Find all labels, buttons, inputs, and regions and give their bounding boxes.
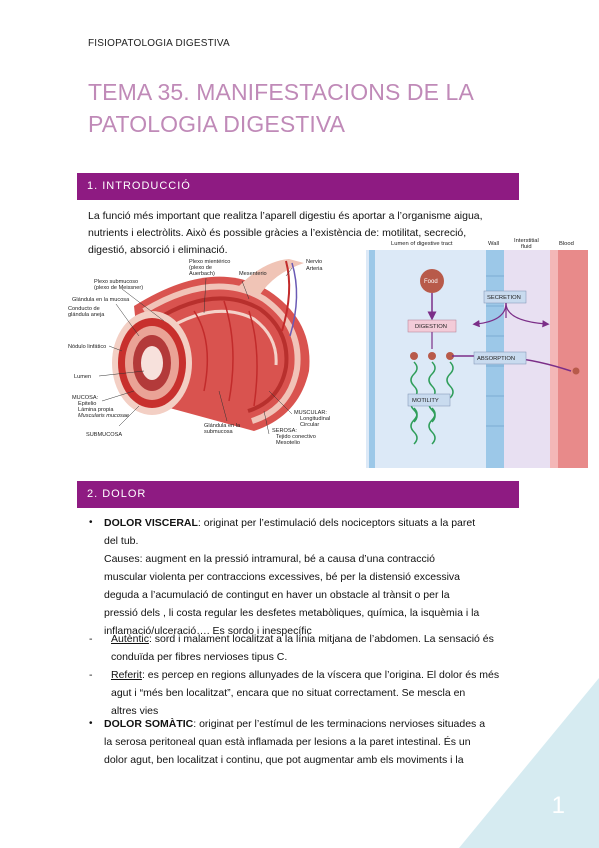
label-longitudinal: Longitudinal [300,416,330,422]
intro-line: nutrients i electròlits. Això és possibl… [88,227,467,239]
header-interstitial: Interstitial [514,238,539,244]
term-dolor-visceral: DOLOR VISCERAL [104,517,198,529]
label-muscularis: Muscularis mucosae [78,413,129,419]
label-circular: Circular [300,422,319,428]
intestine-wall-illustration: Plexo submucoso (plexo de Meissner) Plex… [68,259,330,446]
definition-text: : es percep en regions allunyades de la … [141,669,500,681]
label-submucosa: SUBMUCOSA [86,432,122,438]
header-fluid: fluid [521,244,532,250]
label-mesotelio: Mesotelio [276,440,300,446]
header-lumen: Lumen of digestive tract [391,241,453,247]
label-mucosa: MUCOSA: [72,395,99,401]
causes-line: Causes: augment en la pressió intramural… [104,553,435,565]
label-plexo-mienterico: Plexo mientérico [189,259,230,265]
bullet-mark: • [89,517,93,528]
dash-mark: - [89,669,93,681]
label-lamina: Lámina propia [78,407,114,413]
label-lumen: Lumen [74,374,91,380]
definition-text: agut i “més ben localitzat”, encara que … [111,687,466,699]
page-corner-decoration [459,678,599,848]
food-label: Food [424,279,438,285]
definition-text: : sord i malament localitzat a la línia … [148,633,494,645]
page-title: TEMA 35. MANIFESTACIONS DE LA PATOLOGIA … [88,76,528,140]
term-autentic: Autèntic [111,633,149,645]
label-auerbach: Auerbach) [189,271,215,277]
section-heading-dolor: 2. DOLOR [77,481,519,508]
label-conducto: Conducto de [68,306,100,312]
definition-text: conduïda per fibres nervioses tipus C. [111,651,288,663]
title-line-1: TEMA 35. MANIFESTACIONS DE LA [88,79,474,105]
definition-text: : originat per l’estimulació dels nocice… [197,517,476,529]
term-dolor-somatic: DOLOR SOMÀTIC [104,718,194,730]
intro-line: La funció més important que realitza l’a… [88,210,483,222]
definition-text: altres vies [111,705,159,717]
section-heading-label: 2. DOLOR [87,488,147,500]
causes-line: inflamació/ulceració…. Es sordo i inespe… [104,625,312,637]
digestion-label: DIGESTION [415,324,447,330]
label-plexo-de: (plexo de [189,265,212,271]
label-mesenterio: Mesenterio [239,271,267,277]
intro-paragraph: La funció més important que realitza l’a… [88,208,518,259]
header-blood: Blood [559,241,574,247]
absorption-box [473,351,527,365]
label-serosa: SEROSA: [272,428,297,434]
page-number: 1 [551,792,565,819]
causes-line: deguda a l’acumulació de contingut en ha… [104,589,450,601]
causes-line: muscular violenta per contraccions exces… [104,571,461,583]
definition-text: : originat per l’estímul de les terminac… [193,718,486,730]
title-line-2: PATOLOGIA DIGESTIVA [88,111,346,137]
label-glandula-submucosa: Glándula en la [204,423,241,429]
bullet-mark: • [89,718,93,729]
definition-text: del tub. [104,535,139,547]
header-wall: Wall [488,241,499,247]
term-referit: Referit [111,669,142,681]
absorption-label: ABSORPTION [477,356,515,362]
list-item-dolor-visceral: • DOLOR VISCERAL: originat per l’estimul… [89,514,514,640]
label-plexo-submucoso: Plexo submucoso [94,279,138,285]
list-item-dolor-somatic: • DOLOR SOMÀTIC: originat per l’estímul … [89,715,514,769]
motility-label: MOTILITY [412,398,439,404]
label-nervio: Nervio [306,259,322,265]
motility-box [407,393,451,407]
label-arteria: Arteria [306,266,323,272]
definition-text: dolor agut, ben localitzat i continu, qu… [104,754,464,766]
label-muscular: MUSCULAR: [294,410,327,416]
running-header: FISIOPATOLOGIA DIGESTIVA [88,38,230,49]
digestive-process-diagram: Lumen of digestive tract Wall Interstiti… [366,238,588,468]
secretion-box [483,290,527,304]
section-heading-label: 1. INTRODUCCIÓ [87,180,191,192]
food-node [420,269,444,293]
label-glandula-mucosa: Glándula en la mucosa [72,297,130,303]
label-submucosa-2: submucosa [204,429,233,435]
list-item-referit: - Referit: es percep en regions allunyad… [89,666,514,720]
label-epitelio: Epitelio [78,401,96,407]
label-nodulo: Nódulo linfático [68,344,106,350]
causes-line: pressió dels , li costa regular les desf… [104,607,480,619]
label-tejido: Tejido conectivo [276,434,316,440]
section-heading-introduccio: 1. INTRODUCCIÓ [77,173,519,200]
definition-text: la serosa peritoneal quan està inflamada… [104,736,471,748]
dash-mark: - [89,633,93,645]
label-glandula-aneja: glándula aneja [68,312,105,318]
list-item-autentic: - Autèntic: sord i malament localitzat a… [89,630,514,666]
intro-line: digestió, absorció i eliminació. [88,244,228,256]
label-plexo-meissner: (plexo de Meissner) [94,285,143,291]
secretion-label: SECRETION [487,295,521,301]
